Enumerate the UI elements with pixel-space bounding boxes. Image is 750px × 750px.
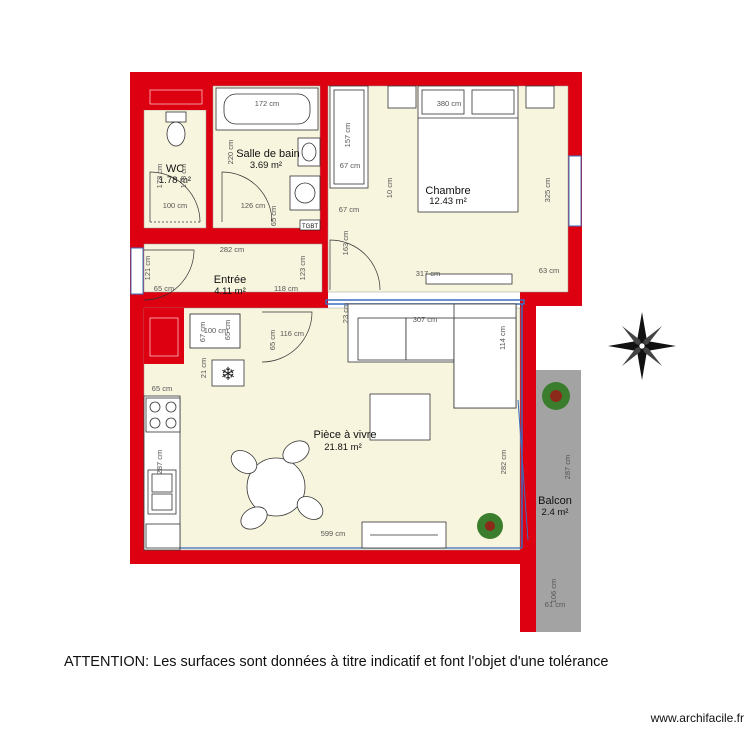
room-name-living: Pièce à vivre	[314, 429, 377, 441]
dim-corridor-w: 67 cm	[339, 205, 359, 214]
dim-sink-h: 67 cm	[340, 161, 360, 170]
dim-kitchen-top: 65 cm	[152, 384, 172, 393]
dim-balcony-w: 61 cm	[545, 600, 565, 609]
chair-2	[282, 440, 310, 464]
room-name-bedroom: Chambre	[425, 185, 470, 197]
dim-bath-door: 126 cm	[241, 201, 266, 210]
snowflake-icon: ❄	[220, 364, 235, 385]
room-area-living: 21.81 m²	[324, 442, 362, 453]
dim-storage-h1: 67 cm	[198, 322, 207, 342]
dim-living-door-w: 116 cm	[280, 329, 304, 338]
dim-living-right: 282 cm	[499, 450, 508, 475]
dim-bedroom-right: 63 cm	[539, 266, 559, 275]
dim-wc-w2: 178 cm	[179, 164, 188, 189]
nightstand-right	[525, 85, 555, 109]
room-area-entry: 4.11 m²	[214, 286, 246, 297]
room-area-wc: 1.78 m²	[159, 175, 191, 186]
dim-balcony-h2: 106 cm	[549, 579, 558, 604]
balcony-slab	[536, 370, 581, 632]
dim-bathtub: 172 cm	[255, 99, 280, 108]
tgbt-panel	[299, 219, 321, 231]
toilet-bowl	[166, 121, 186, 147]
compass-icon	[608, 312, 676, 380]
dim-entry-closet: 118 cm	[274, 284, 298, 293]
bay-window	[325, 299, 525, 305]
dim-bed-width: 380 cm	[437, 99, 462, 108]
dim-bedroom-bottom: 317 cm	[416, 269, 441, 278]
dim-balcony-h1: 287 cm	[563, 455, 572, 480]
wc-upper-wall	[144, 86, 206, 110]
dim-bath-v: 220 cm	[226, 140, 235, 165]
dim-living-w: 599 cm	[321, 529, 346, 538]
dim-bedroom-h: 325 cm	[543, 178, 552, 203]
fridge	[145, 523, 181, 549]
dim-corridor-h: 163 cm	[341, 231, 350, 256]
chair-3	[296, 496, 324, 520]
plant-icon-balcony	[542, 382, 570, 410]
storage-closet	[189, 313, 241, 349]
coffee-table	[369, 393, 431, 441]
room-name-bath: Salle de bain	[236, 148, 300, 160]
room-area-balcony: 2.4 m²	[542, 507, 569, 518]
dim-bath-small: 65 cm	[269, 206, 278, 226]
room-labels: WC 1.78 m² Salle de bain 3.69 m² Chambre…	[159, 148, 572, 518]
room-area-bath: 3.69 m²	[250, 160, 282, 171]
dim-sofa-top: 23 cm	[341, 303, 350, 323]
furniture	[143, 85, 555, 551]
tgbt-label: TGBT	[302, 224, 318, 230]
windows	[130, 155, 582, 295]
website-credit: www.archifacile.fr	[650, 711, 744, 725]
cooktop	[145, 397, 181, 433]
chair-4	[240, 506, 268, 530]
dim-entry-h1: 121 cm	[143, 256, 152, 281]
dim-storage-h2: 65 cm	[223, 320, 232, 340]
dim-entry-h2: 123 cm	[298, 256, 307, 281]
entry-floor	[143, 243, 323, 293]
room-name-wc: WC	[166, 163, 184, 175]
dim-entry-door: 65 cm	[154, 284, 174, 293]
dim-wc-door: 100 cm	[163, 201, 188, 210]
chair-1	[230, 450, 258, 474]
dining-table	[246, 457, 306, 517]
dim-wardrobe: 157 cm	[343, 123, 352, 148]
nightstand-left	[387, 85, 417, 109]
dim-wc-w1: 178 cm	[155, 164, 164, 189]
tv-unit-bedroom	[425, 273, 513, 285]
surface-disclaimer: ATTENTION: Les surfaces sont données à t…	[64, 654, 609, 670]
dimension-labels: 172 cm 380 cm 157 cm 67 cm 10 cm 325 cm …	[143, 99, 572, 609]
radiator	[211, 359, 245, 387]
dim-storage-w: 100 cm	[204, 326, 229, 335]
dim-living-small: 21 cm	[199, 358, 208, 378]
wardrobe	[329, 85, 369, 189]
room-name-entry: Entrée	[214, 274, 246, 286]
dim-living-door-h: 65 cm	[268, 330, 277, 350]
balcony-railing	[520, 370, 536, 632]
dim-kitchen-h: 287 cm	[155, 450, 164, 475]
dim-entry-w: 282 cm	[220, 245, 245, 254]
doors	[143, 171, 381, 363]
dim-sofa-h: 114 cm	[498, 326, 507, 350]
storage-red-block	[144, 308, 184, 364]
dim-sofa-w: 307 cm	[413, 315, 438, 324]
plant-icon-living	[477, 513, 503, 539]
room-area-bedroom: 12.43 m²	[429, 196, 467, 207]
dim-bed-side: 10 cm	[385, 178, 394, 198]
toilet-tank	[165, 111, 187, 123]
room-name-balcony: Balcon	[538, 495, 572, 507]
